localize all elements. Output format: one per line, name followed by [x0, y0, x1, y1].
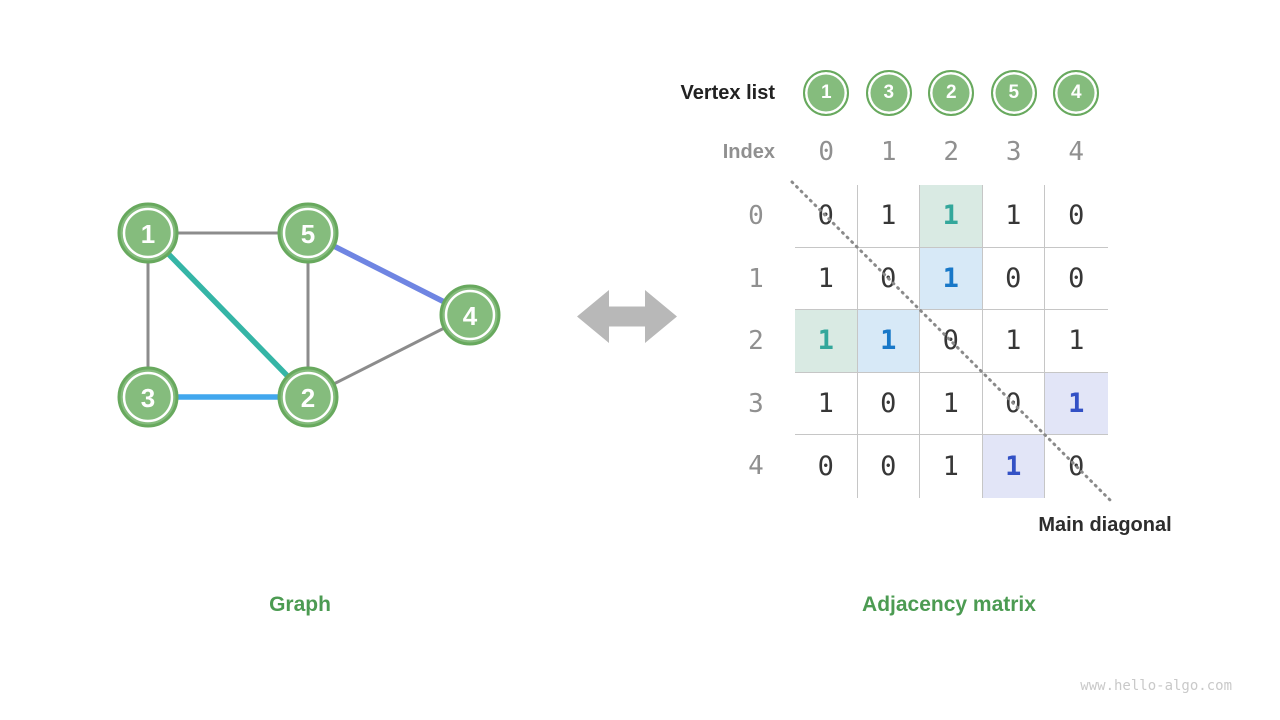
matrix-cell-3-4: 1 [1045, 372, 1108, 435]
matrix-row-label-1: 1 [748, 263, 764, 294]
graph-caption: Graph [269, 593, 331, 616]
matrix-row-label-2: 2 [748, 326, 764, 357]
matrix-cell-3-2: 1 [920, 372, 983, 435]
matrix-cell-0-3: 1 [982, 185, 1045, 248]
matrix-cell-1-3: 0 [982, 247, 1045, 310]
matrix-cell-2-3: 1 [982, 310, 1045, 373]
matrix-cell-2-2: 0 [920, 310, 983, 373]
matrix-cell-4-0: 0 [795, 435, 858, 498]
matrix-row-label-3: 3 [748, 388, 764, 419]
matrix-cell-1-1: 0 [857, 247, 920, 310]
index-value-4: 4 [1068, 137, 1085, 167]
graph-vertex-label: 3 [141, 383, 155, 413]
matrix-cell-4-3: 1 [982, 435, 1045, 498]
graph-vertex-2: 2 [277, 366, 339, 428]
index-label: Index [722, 141, 775, 163]
index-value-3: 3 [1005, 137, 1022, 167]
matrix-row-label-4: 4 [748, 451, 764, 482]
matrix-cell-3-0: 1 [795, 372, 858, 435]
graph-vertex-5: 5 [277, 202, 339, 264]
graph-vertex-label: 1 [141, 219, 155, 249]
matrix-cell-1-0: 1 [795, 247, 858, 310]
matrix-cell-0-2: 1 [920, 185, 983, 248]
matrix-row-label-0: 0 [748, 201, 764, 232]
index-value-2: 2 [943, 137, 960, 167]
graph-vertex-1: 1 [117, 202, 179, 264]
graph-vertex-4: 4 [439, 284, 501, 346]
index-value-1: 1 [880, 137, 897, 167]
vertex-list-circle-1: 1 [803, 70, 850, 116]
vertex-list-circle-3: 3 [865, 70, 912, 116]
matrix-cell-4-4: 0 [1068, 450, 1085, 482]
matrix-cell-1-4: 0 [1045, 248, 1108, 310]
graph-drawing: 1 5 4 3 2 [117, 202, 501, 428]
vertex-list-circle-5: 5 [990, 70, 1037, 116]
index-value-0: 0 [818, 137, 835, 167]
matrix-cell-0-4: 0 [1045, 185, 1108, 248]
vertex-list-circle-4: 4 [1053, 70, 1100, 116]
double-arrow-icon [577, 290, 677, 343]
matrix-cell-0-1: 1 [857, 185, 920, 248]
graph-vertex-label: 2 [301, 383, 315, 413]
vertex-list-circle-2: 2 [928, 70, 975, 116]
graph-vertex-label: 5 [301, 219, 315, 249]
matrix-cell-1-2: 1 [920, 247, 983, 310]
matrix-cell-2-0: 1 [795, 310, 858, 373]
matrix-cell-4-1: 0 [858, 435, 920, 498]
main-diagonal-label: Main diagonal [1038, 514, 1172, 536]
matrix-cell-3-1: 0 [857, 372, 920, 435]
matrix-cell-3-3: 0 [982, 372, 1045, 435]
adjacency-matrix-caption: Adjacency matrix [862, 593, 1036, 616]
graph-edge-1-2 [146, 231, 310, 399]
matrix-cell-2-4: 1 [1045, 310, 1108, 373]
matrix-cell-4-2: 1 [920, 435, 983, 498]
graph-vertex-label: 4 [463, 301, 478, 331]
watermark: www.hello-algo.com [1080, 678, 1232, 694]
vertex-list-label: Vertex list [680, 82, 775, 104]
graph-vertex-3: 3 [117, 366, 179, 428]
matrix-cell-0-0: 0 [795, 185, 858, 248]
matrix-cell-2-1: 1 [857, 310, 920, 373]
